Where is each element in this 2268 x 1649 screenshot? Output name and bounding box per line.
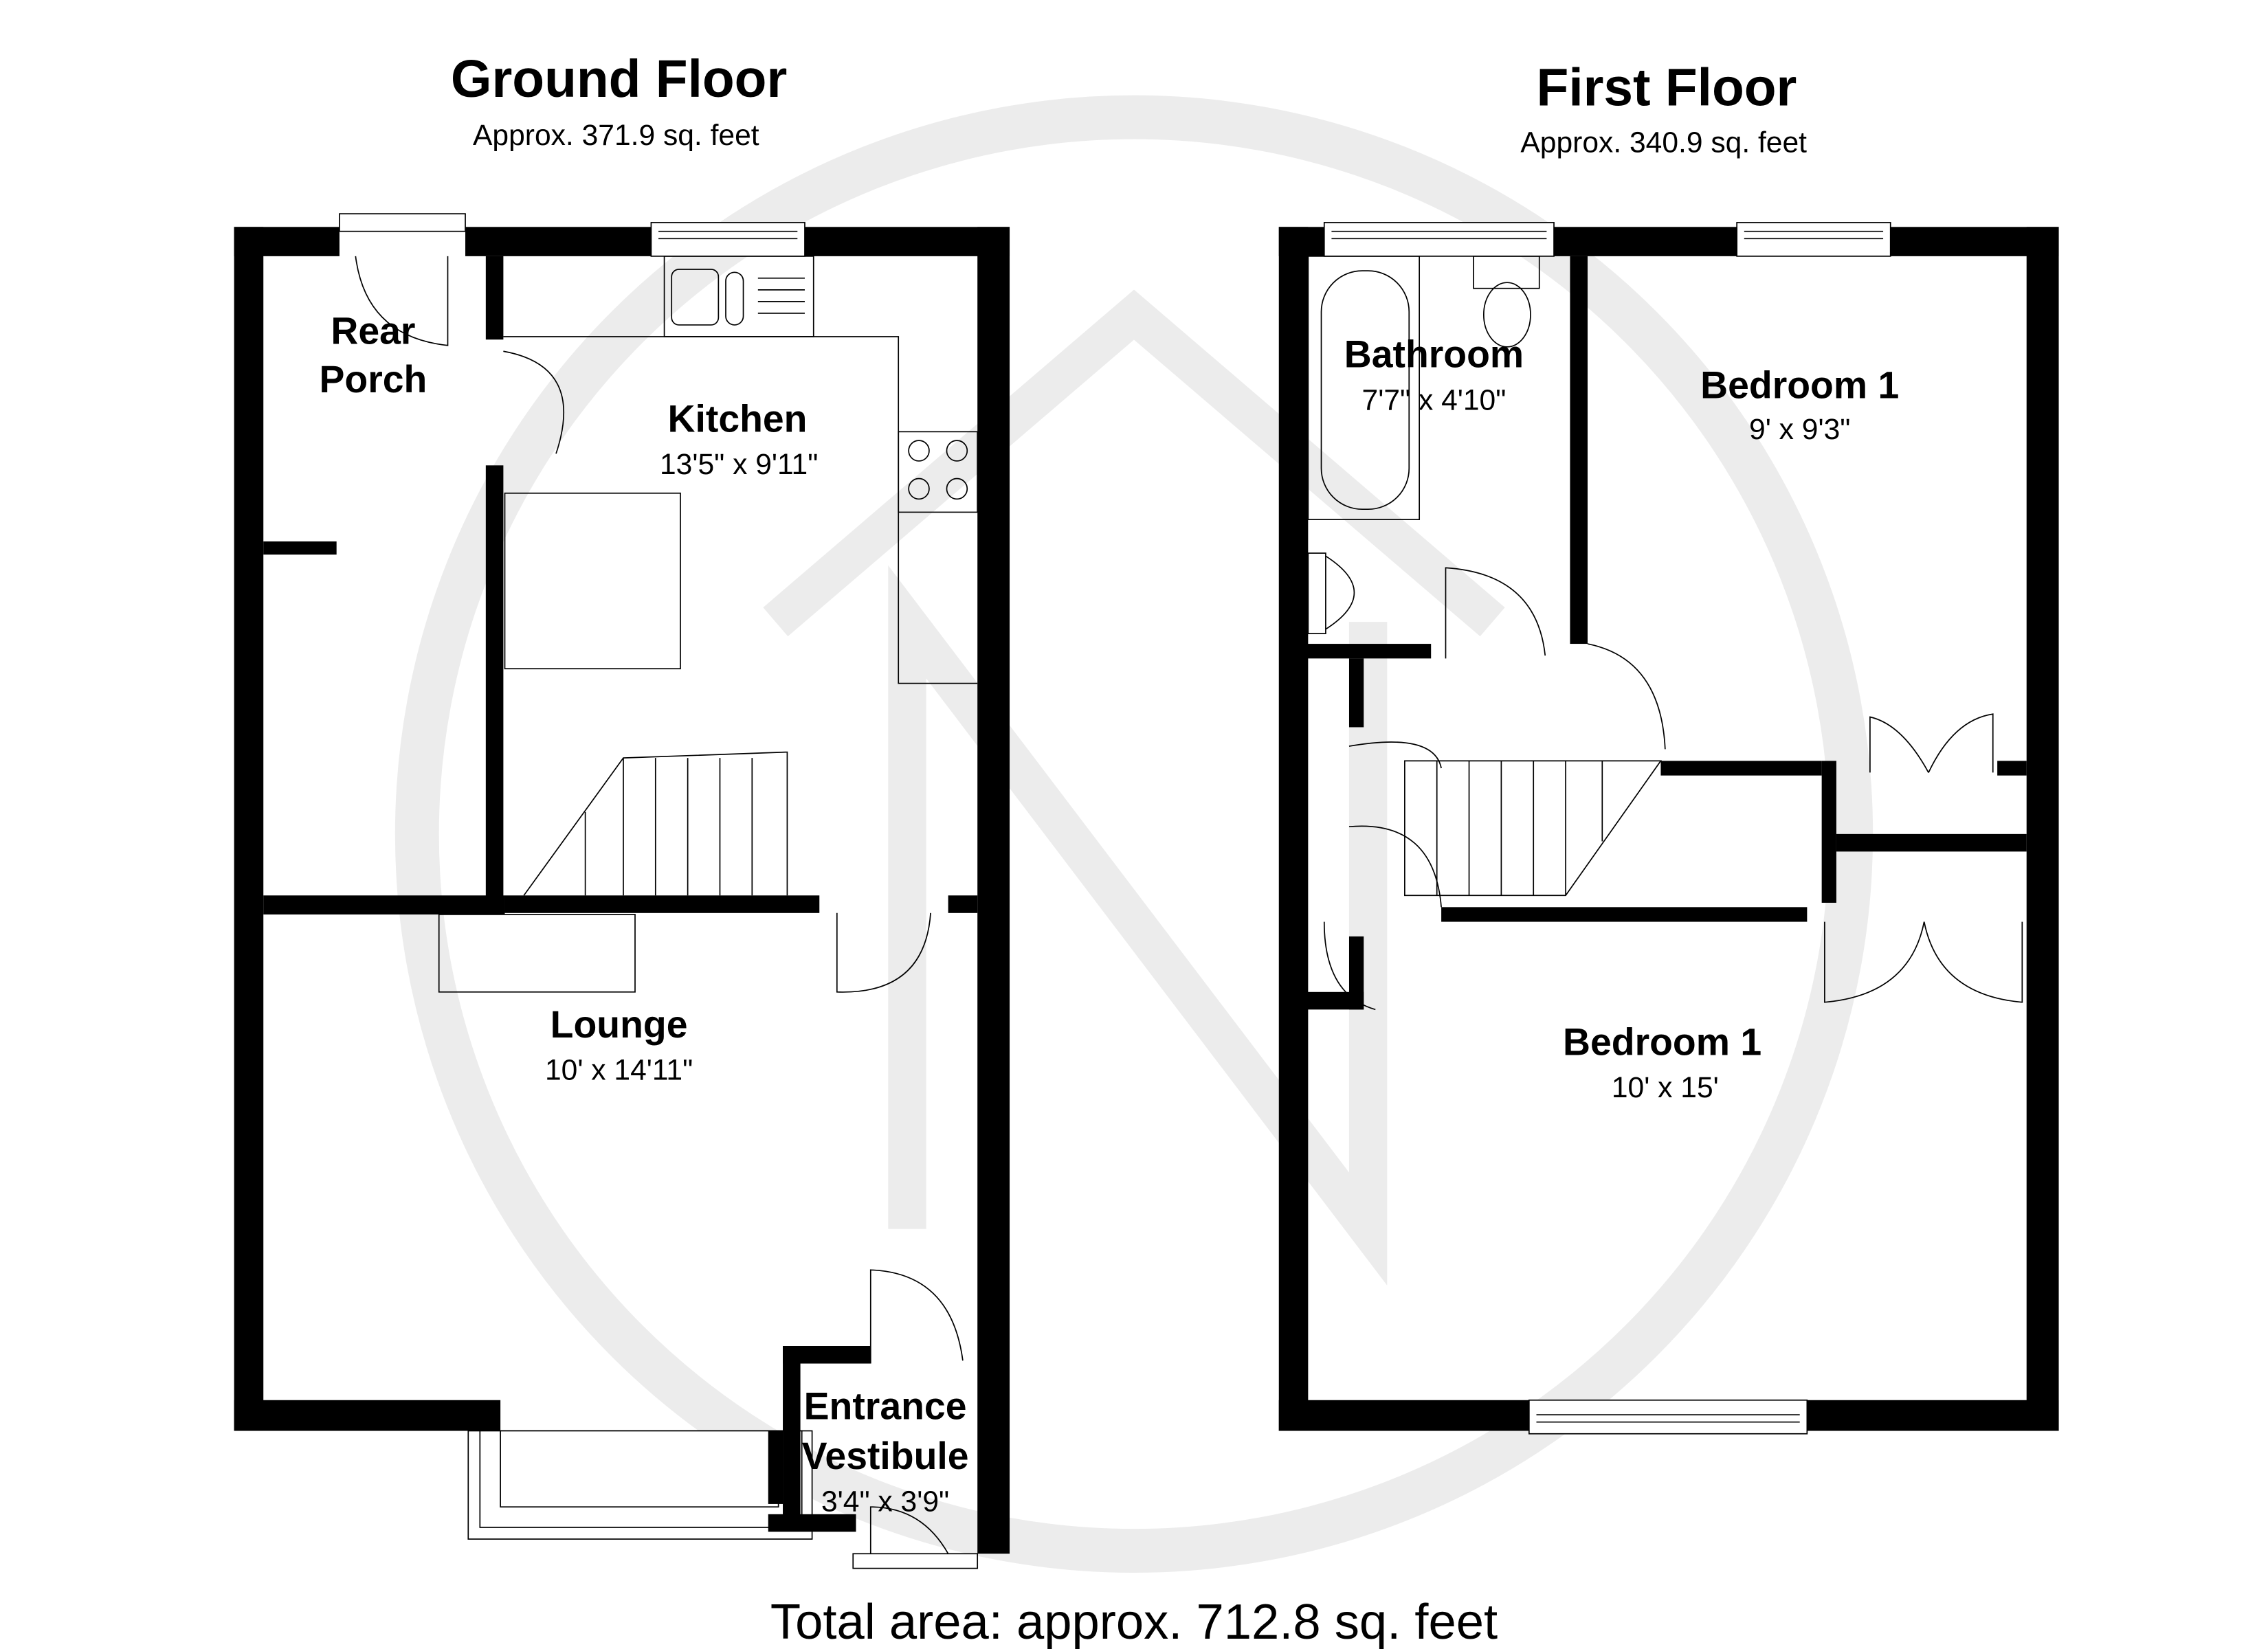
staircase (1404, 760, 1663, 897)
bathroom-window (1323, 222, 1555, 257)
first-floor-plan (1278, 222, 2059, 1435)
kitchen-table (504, 492, 681, 670)
first-floor-title: First Floor (1537, 59, 1797, 117)
room-dims-kitchen: 13'5" x 9'11" (660, 448, 818, 481)
ground-floor-area: Approx. 371.9 sq. feet (473, 119, 759, 152)
total-area: Total area: approx. 712.8 sq. feet (770, 1594, 1498, 1649)
first-floor-area: Approx. 340.9 sq. feet (1520, 126, 1807, 159)
bedroom-window-top (1736, 222, 1891, 257)
room-label-rear-porch: Rear (331, 310, 415, 352)
watermark-logo (394, 95, 1874, 1573)
bedroom-window-bottom (1528, 1399, 1808, 1435)
room-label-bedroom-large: Bedroom 1 (1563, 1020, 1761, 1063)
room-dims-bathroom: 7'7" x 4'10" (1362, 383, 1507, 416)
rear-door-swing (355, 256, 449, 346)
ground-floor-title: Ground Floor (451, 50, 787, 109)
rear-door-frame (339, 213, 466, 232)
room-label-vestibule-2: Vestibule (802, 1435, 969, 1477)
front-door-frame (852, 1553, 979, 1569)
bay-window (467, 1430, 813, 1540)
basin (1307, 552, 1355, 635)
bath (1307, 256, 1421, 520)
kitchen-window (650, 222, 805, 257)
room-dims-bedroom-small: 9' x 9'3" (1749, 413, 1850, 446)
toilet (1473, 256, 1540, 348)
room-dims-vestibule: 3'4" x 3'9" (821, 1485, 949, 1518)
room-dims-bedroom-large: 10' x 15' (1612, 1071, 1719, 1104)
ground-floor-plan (234, 213, 1010, 1569)
room-dims-lounge: 10' x 14'11" (545, 1054, 693, 1087)
room-label-kitchen: Kitchen (668, 397, 808, 440)
kitchen-sink (663, 256, 814, 337)
room-label-bedroom-small: Bedroom 1 (1700, 363, 1899, 406)
room-label-bathroom: Bathroom (1344, 333, 1524, 376)
staircase (523, 751, 788, 896)
room-label-rear-porch-2: Porch (319, 358, 427, 401)
room-label-lounge: Lounge (551, 1003, 688, 1046)
room-label-vestibule: Entrance (804, 1384, 967, 1427)
